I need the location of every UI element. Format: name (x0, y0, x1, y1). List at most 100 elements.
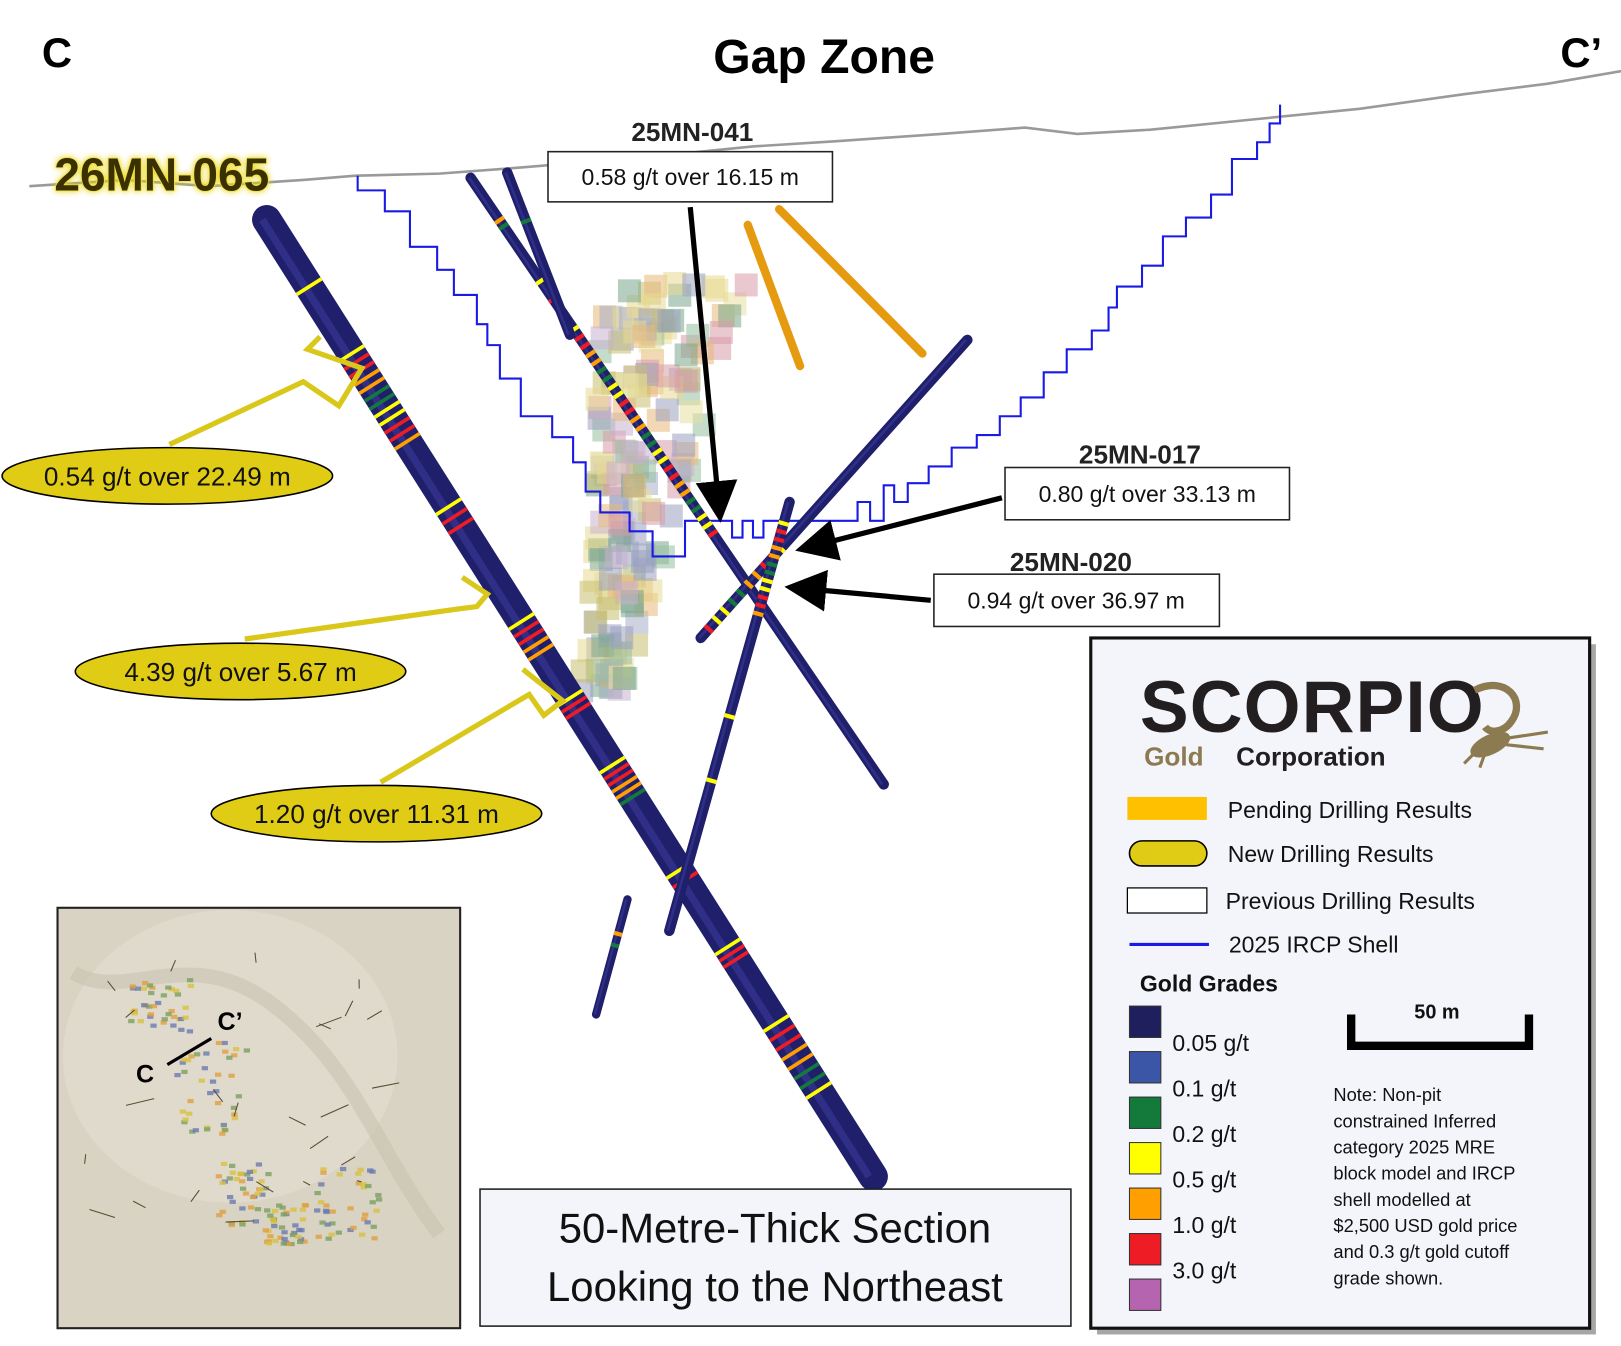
grade-swatch (1128, 1233, 1162, 1266)
inset-c-label: C (136, 1060, 154, 1088)
grade-swatch (1128, 1051, 1162, 1084)
model-block (610, 626, 634, 650)
drill-hole-26mn-065 (252, 205, 888, 1192)
assay-interval (707, 528, 719, 539)
model-block (674, 369, 698, 393)
assay-interval (711, 615, 722, 626)
assay-interval (573, 332, 585, 343)
location-inset-map: C C’ (56, 906, 462, 1330)
note-line: shell modelled at (1333, 1189, 1470, 1210)
scale-bar: 50 m (1346, 1002, 1534, 1051)
result-text: 0.80 g/t over 33.13 m (1039, 481, 1256, 507)
assay-interval (685, 496, 697, 506)
assay-interval (757, 593, 769, 601)
legend-swatch-previous (1126, 887, 1208, 914)
scorpio-logo: SCORPIO Gold Corporation (1140, 666, 1549, 772)
pending-hole-2 (774, 205, 927, 358)
assay-interval (773, 536, 785, 544)
model-block (663, 271, 687, 295)
gold-grades-title: Gold Grades (1140, 970, 1278, 996)
model-block (617, 279, 641, 303)
assay-interval (799, 1071, 826, 1091)
assay-interval (761, 577, 774, 585)
model-block (623, 474, 647, 498)
section-caption: 50-Metre-Thick Section Looking to the No… (479, 1188, 1072, 1327)
note-line: block model and IRCP (1333, 1163, 1515, 1184)
section-title: Gap Zone (713, 30, 935, 84)
assay-interval (743, 579, 754, 590)
assay-interval (775, 528, 787, 536)
assay-interval (719, 606, 730, 617)
model-block (657, 309, 681, 333)
assay-interval (338, 344, 365, 363)
new-result-text: 1.20 g/t over 11.31 m (254, 799, 499, 829)
section-end-label: C’ (1560, 29, 1602, 76)
grade-swatch (1128, 1278, 1162, 1311)
assay-interval (358, 376, 386, 395)
assay-interval (768, 1023, 796, 1043)
legend-label: Previous Drilling Results (1226, 888, 1475, 914)
model-block (734, 273, 758, 297)
model-block (624, 373, 648, 397)
assay-interval (781, 1042, 808, 1062)
model-block (608, 512, 632, 536)
note-line: constrained Inferred (1333, 1110, 1496, 1131)
assay-interval (618, 398, 630, 408)
grade-label: 0.2 g/t (1172, 1121, 1237, 1147)
assay-interval (751, 570, 762, 581)
assay-interval (447, 516, 475, 536)
hole-label: 25MN-020 (1010, 547, 1132, 577)
model-block (679, 400, 703, 424)
drill-hole-short-2 (591, 895, 632, 1019)
assay-interval (596, 365, 608, 375)
new-result-text: 0.54 g/t over 22.49 m (44, 461, 291, 491)
assay-interval (353, 368, 381, 387)
legend-label: New Drilling Results (1228, 841, 1434, 867)
assay-interval (564, 701, 592, 721)
assay-interval (579, 341, 591, 351)
assay-interval (735, 588, 746, 599)
assay-interval (771, 544, 783, 552)
assay-interval (615, 781, 642, 800)
model-block (612, 666, 636, 690)
svg-text:SCORPIO: SCORPIO (1140, 666, 1485, 748)
hole-label: 25MN-017 (1079, 439, 1201, 469)
grade-label: 3.0 g/t (1172, 1258, 1237, 1284)
assay-interval (787, 1052, 814, 1072)
assay-interval (701, 520, 713, 531)
assay-interval (378, 408, 406, 427)
assay-interval (498, 221, 510, 232)
drill-hole-25mn-020 (664, 496, 795, 937)
drill-holes (252, 167, 973, 1192)
model-block (615, 581, 639, 605)
assay-interval (640, 430, 652, 441)
main-hole-label: 26MN-065 (54, 148, 269, 200)
svg-text:Corporation: Corporation (1236, 742, 1385, 772)
assay-interval (768, 552, 780, 560)
assay-interval (373, 400, 401, 419)
new-result-callout-2: 4.39 g/t over 5.67 m (74, 575, 492, 701)
model-block (644, 274, 668, 298)
model-block (682, 273, 706, 297)
grade-label: 0.5 g/t (1172, 1167, 1237, 1193)
previous-result-25mn-017: 25MN-017 0.80 g/t over 33.13 m (795, 439, 1291, 561)
model-block (655, 398, 679, 422)
assay-interval (703, 623, 714, 635)
assay-interval (629, 414, 641, 424)
assay-interval (393, 431, 421, 451)
scorpion-icon (1463, 681, 1549, 769)
topography-line (29, 69, 1621, 188)
assay-interval (723, 712, 736, 720)
assay-interval (512, 619, 540, 639)
note-line: Note: Non-pit (1333, 1084, 1441, 1105)
model-block (705, 278, 729, 302)
hole-label: 25MN-041 (631, 117, 753, 147)
assay-interval (714, 937, 742, 957)
assay-interval (774, 1033, 802, 1052)
assay-interval (610, 942, 620, 949)
assay-interval (657, 455, 669, 465)
assay-interval (388, 423, 416, 443)
ircp-shell-line (356, 104, 1282, 558)
